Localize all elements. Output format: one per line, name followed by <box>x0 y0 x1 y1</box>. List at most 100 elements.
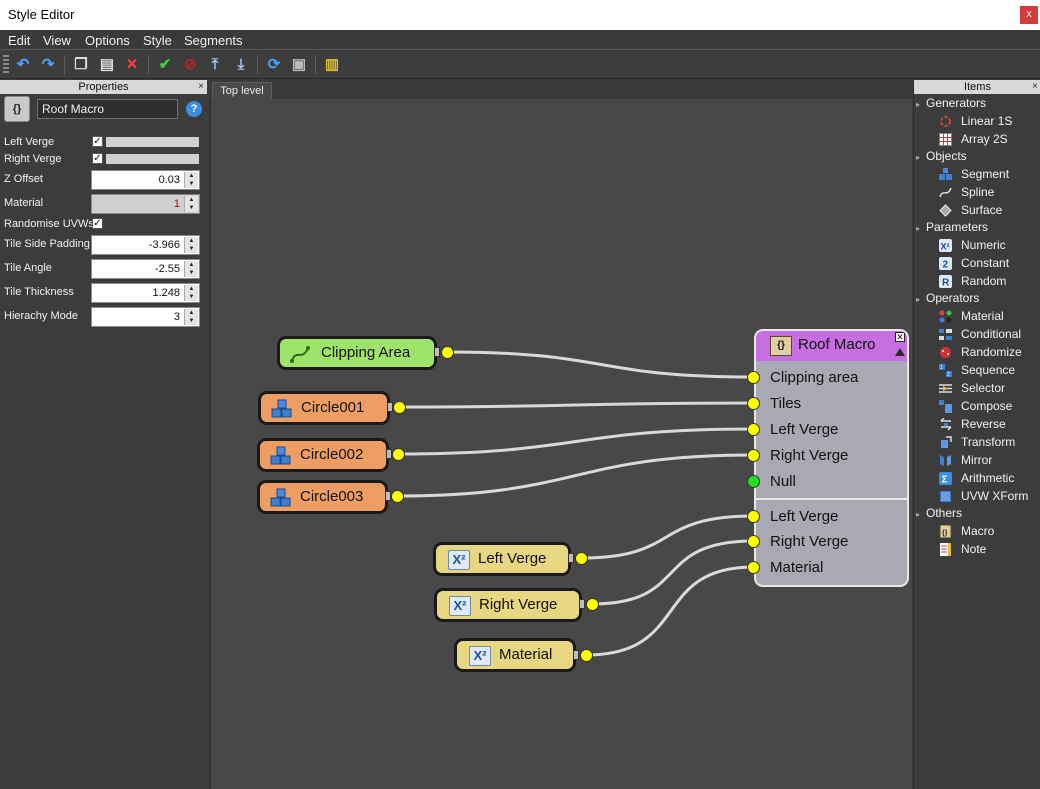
node-circle001[interactable]: Circle001 <box>258 391 390 425</box>
window-close-button[interactable]: x <box>1020 6 1038 24</box>
output-pin[interactable] <box>393 401 406 414</box>
items-entry-label: Conditional <box>961 327 1022 341</box>
expand-toggle-icon[interactable]: ▸ <box>916 100 921 109</box>
right-verge-bar[interactable] <box>106 154 199 164</box>
redo-icon[interactable]: ↷ <box>41 56 55 73</box>
expand-toggle-icon[interactable]: ▸ <box>916 510 921 519</box>
tile-side-padding-spinbox[interactable]: -3.966 ▲▼ <box>91 235 200 255</box>
output-pin[interactable] <box>392 448 405 461</box>
port-right-verge: Right Verge <box>770 447 849 464</box>
spin-arrows[interactable]: ▲▼ <box>184 285 198 301</box>
output-pin[interactable] <box>441 346 454 359</box>
items-entry-label: Spline <box>961 185 995 199</box>
menu-style[interactable]: Style <box>143 33 172 48</box>
output-tab <box>385 491 391 501</box>
spin-arrows[interactable]: ▲▼ <box>184 237 198 253</box>
items-entry-label: Arithmetic <box>961 471 1015 485</box>
material-spinbox[interactable]: 1 ▲▼ <box>91 194 200 214</box>
properties-close-icon[interactable]: × <box>198 81 204 92</box>
menu-edit[interactable]: Edit <box>8 33 31 48</box>
move-bottom-icon[interactable]: ⤓ <box>237 56 245 73</box>
prop-label: Z Offset <box>4 173 43 185</box>
numeric-icon: X² <box>469 646 491 666</box>
wire-param-material <box>585 565 755 657</box>
cancel-icon[interactable]: ⊘ <box>183 56 197 73</box>
node-name-field[interactable]: Roof Macro <box>37 99 178 119</box>
array-icon <box>939 133 952 146</box>
expand-toggle-icon[interactable]: ▸ <box>916 224 921 233</box>
menu-segments[interactable]: Segments <box>184 33 243 48</box>
port-param-right-verge: Right Verge <box>770 533 849 550</box>
toolbar-grip[interactable] <box>3 55 9 75</box>
export-icon[interactable]: ▣ <box>291 56 307 73</box>
delete-icon[interactable]: ✕ <box>125 56 139 73</box>
output-pin[interactable] <box>391 490 404 503</box>
help-icon[interactable]: ? <box>186 101 202 117</box>
input-pin-left-verge[interactable] <box>747 423 760 436</box>
prop-label: Left Verge <box>4 136 55 148</box>
check-icon[interactable]: ✔ <box>158 56 172 73</box>
close-icon[interactable]: ✕ <box>895 332 905 342</box>
node-param-right-verge[interactable]: X² Right Verge <box>434 588 582 622</box>
spin-arrows[interactable]: ▲▼ <box>184 196 198 212</box>
items-group-operators[interactable]: ▸Operators <box>916 291 979 305</box>
node-label: Right Verge <box>479 596 558 613</box>
spin-arrows[interactable]: ▲▼ <box>184 309 198 325</box>
prop-label: Randomise UVWs <box>4 218 94 230</box>
items-entry-label: Surface <box>961 203 1003 217</box>
randomise-uvws-checkbox[interactable]: ✓ <box>92 218 103 229</box>
tab-top-level[interactable]: Top level <box>212 82 272 100</box>
items-group-parameters[interactable]: ▸Parameters <box>916 220 988 234</box>
spin-arrows[interactable]: ▲▼ <box>184 172 198 188</box>
prop-tile-angle: Tile Angle -2.55 ▲▼ <box>0 258 207 280</box>
left-verge-bar[interactable] <box>106 137 199 147</box>
input-pin-null[interactable] <box>747 475 760 488</box>
input-pin-param-material[interactable] <box>747 561 760 574</box>
input-pin-tiles[interactable] <box>747 397 760 410</box>
node-param-material[interactable]: X² Material <box>454 638 576 672</box>
z-offset-spinbox[interactable]: 0.03 ▲▼ <box>91 170 200 190</box>
input-pin-param-left-verge[interactable] <box>747 510 760 523</box>
toolbar-separator <box>148 55 149 75</box>
menu-options[interactable]: Options <box>85 33 130 48</box>
node-param-left-verge[interactable]: X² Left Verge <box>433 542 571 576</box>
node-circle002[interactable]: Circle002 <box>257 438 389 472</box>
paste-icon[interactable]: ▤ <box>99 56 115 73</box>
expand-toggle-icon[interactable]: ▸ <box>916 153 921 162</box>
menu-view[interactable]: View <box>43 33 71 48</box>
undo-icon[interactable]: ↶ <box>16 56 30 73</box>
items-group-others[interactable]: ▸Others <box>916 506 962 520</box>
node-clipping-area[interactable]: Clipping Area <box>277 336 437 370</box>
items-group-objects[interactable]: ▸Objects <box>916 149 967 163</box>
tile-thickness-spinbox[interactable]: 1.248 ▲▼ <box>91 283 200 303</box>
spin-arrows[interactable]: ▲▼ <box>184 261 198 277</box>
randomize-icon <box>940 347 951 358</box>
input-pin-param-right-verge[interactable] <box>747 535 760 548</box>
output-pin[interactable] <box>575 552 588 565</box>
items-entry-label: Reverse <box>961 417 1006 431</box>
refresh-icon[interactable]: ⟳ <box>267 56 281 73</box>
random-icon: R <box>939 275 952 288</box>
output-pin[interactable] <box>586 598 599 611</box>
prop-label: Right Verge <box>4 153 62 165</box>
input-pin-clipping-area[interactable] <box>747 371 760 384</box>
output-pin[interactable] <box>580 649 593 662</box>
expand-toggle-icon[interactable]: ▸ <box>916 295 921 304</box>
note-icon[interactable]: ▥ <box>324 56 340 73</box>
items-close-icon[interactable]: × <box>1032 81 1038 92</box>
connection-wires <box>396 350 755 657</box>
tile-angle-spinbox[interactable]: -2.55 ▲▼ <box>91 259 200 279</box>
segment-icon <box>939 168 952 180</box>
node-circle003[interactable]: Circle003 <box>257 480 388 514</box>
hierachy-mode-spinbox[interactable]: 3 ▲▼ <box>91 307 200 327</box>
items-group-generators[interactable]: ▸Generators <box>916 96 986 110</box>
node-roof-macro[interactable]: {} Roof Macro ✕ Clipping area Tiles Left… <box>754 329 909 587</box>
properties-title: Properties <box>78 81 129 93</box>
node-graph-canvas[interactable]: Clipping Area Circle001 Circle002 <box>210 99 912 789</box>
input-pin-right-verge[interactable] <box>747 449 760 462</box>
copy-icon[interactable]: ❐ <box>74 56 88 73</box>
left-verge-checkbox[interactable]: ✓ <box>92 136 103 147</box>
collapse-icon[interactable] <box>895 348 905 356</box>
right-verge-checkbox[interactable]: ✓ <box>92 153 103 164</box>
move-top-icon[interactable]: ⤒ <box>211 56 219 73</box>
